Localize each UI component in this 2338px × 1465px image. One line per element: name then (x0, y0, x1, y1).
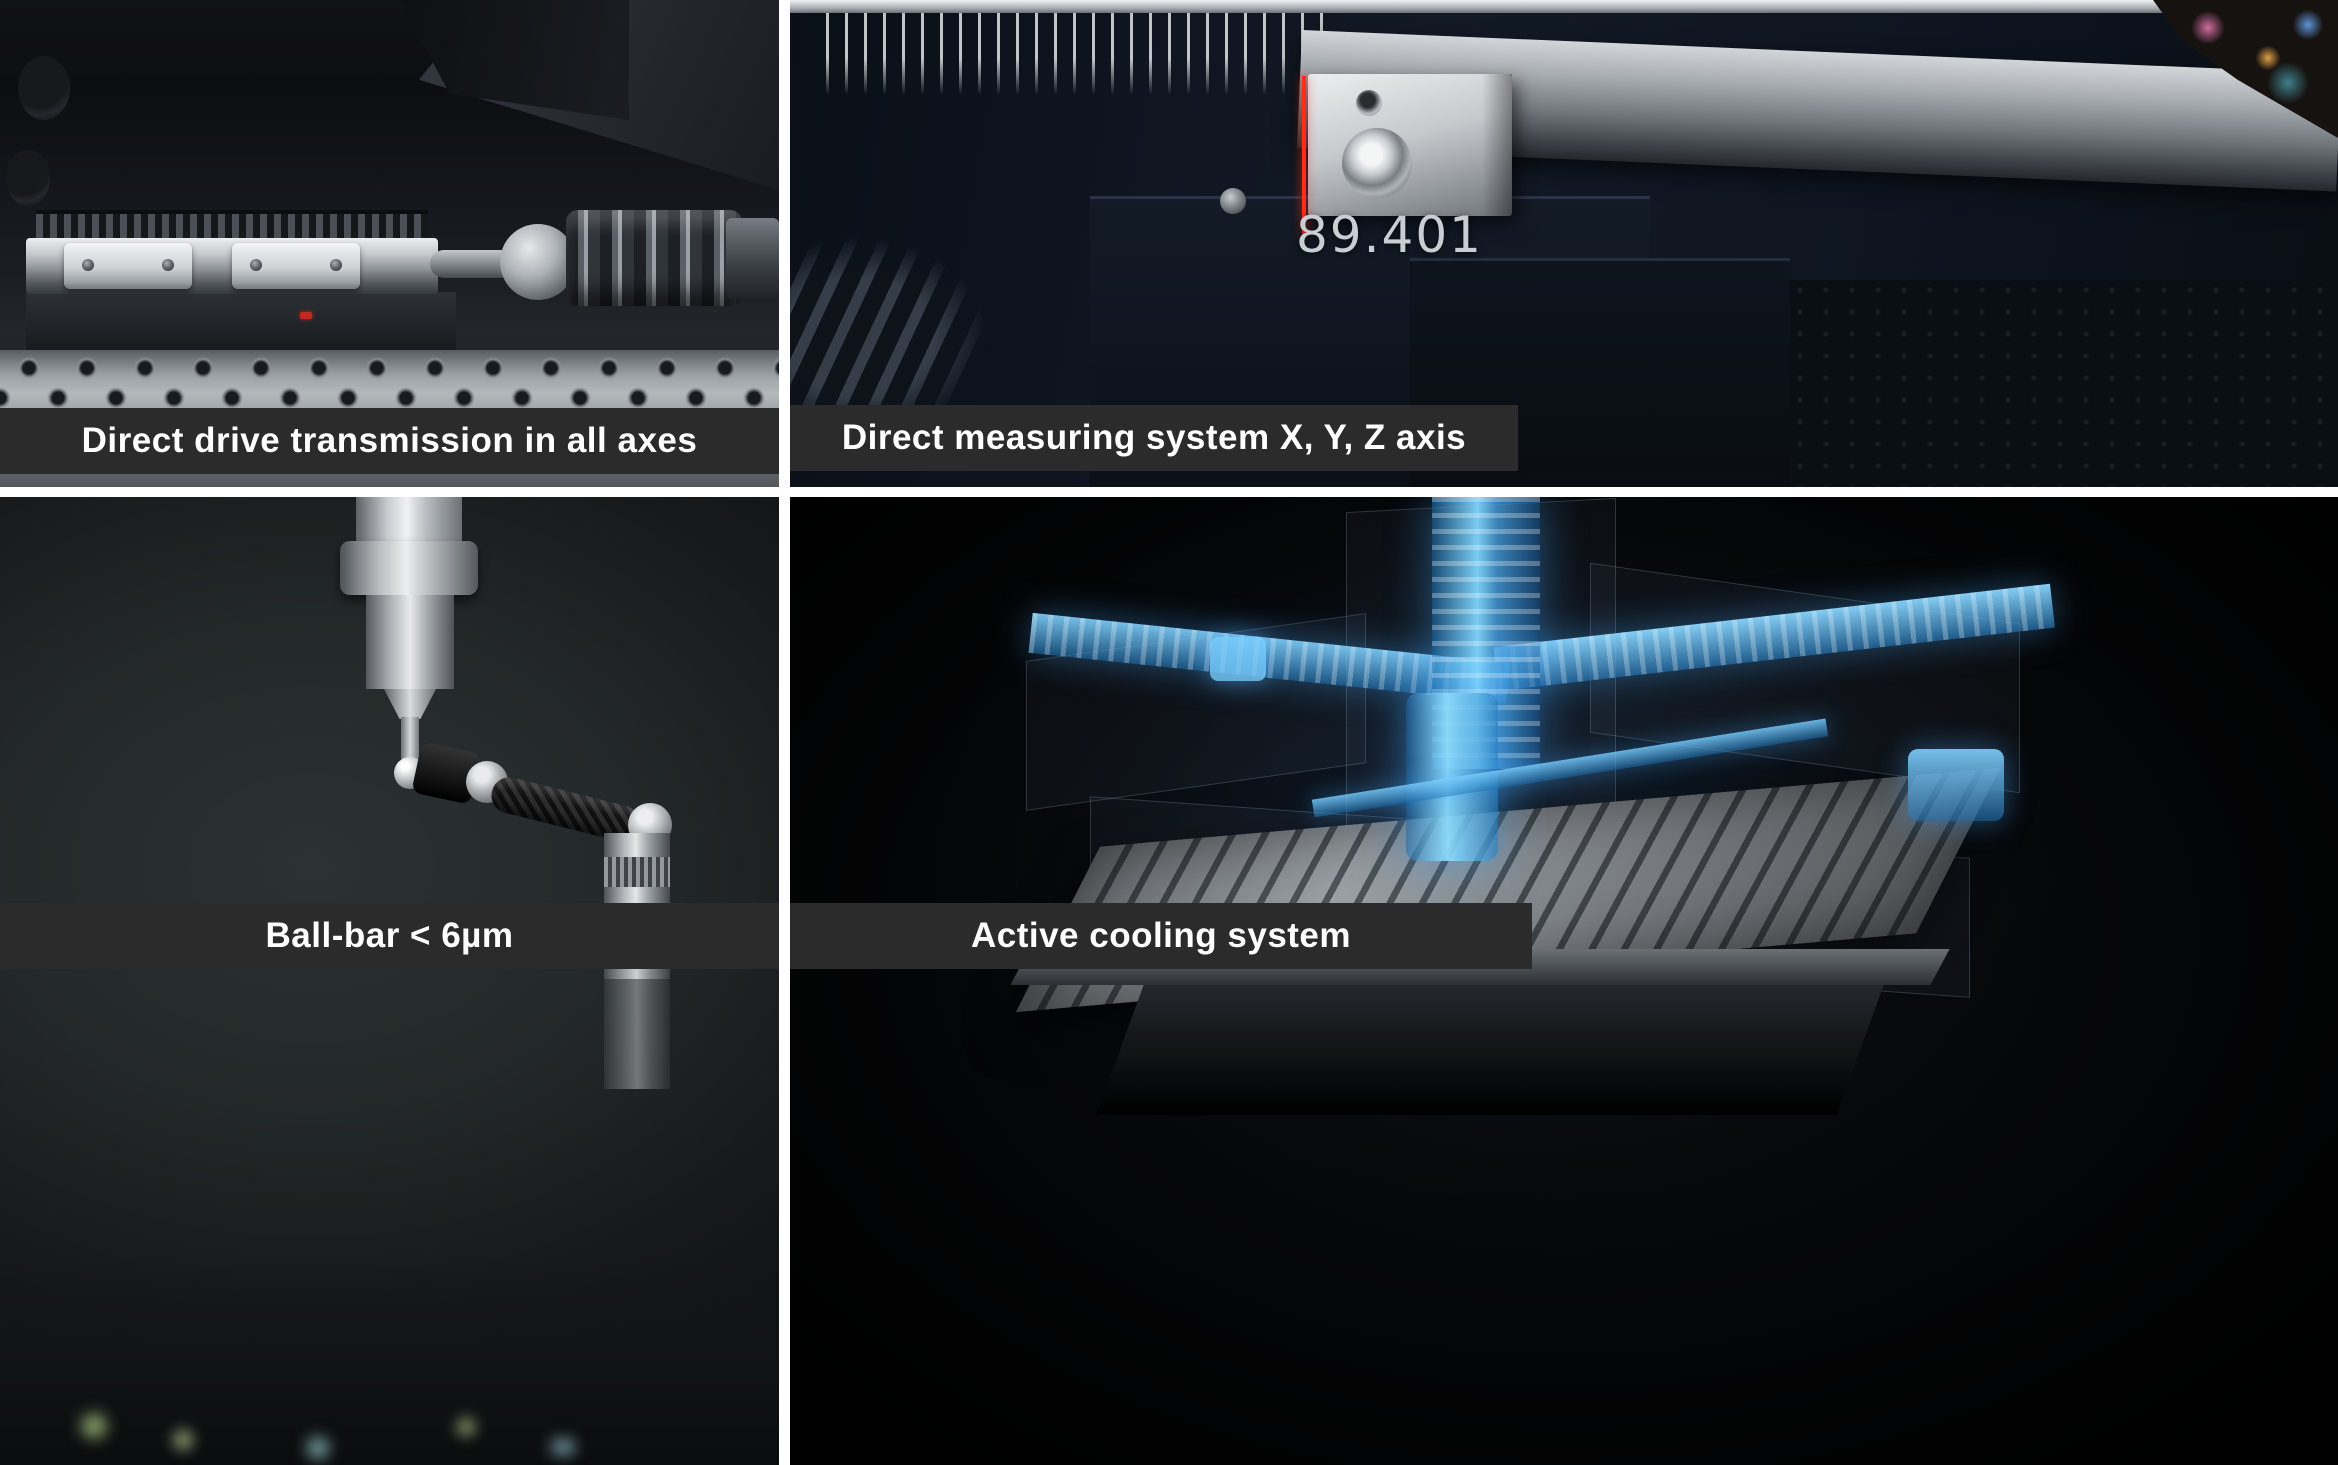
probe-shaft (401, 717, 419, 761)
linear-scale-ticks (826, 13, 1338, 95)
coupling-disc (500, 224, 576, 300)
caption-bar: Direct measuring system X, Y, Z axis (790, 405, 1518, 471)
gear-rack (36, 210, 428, 238)
bokeh-highlight (74, 1409, 114, 1443)
panel-direct-measuring: 89.401 Direct measuring system X, Y, Z a… (790, 0, 2338, 487)
caption-text-direct-measuring: Direct measuring system X, Y, Z axis (841, 418, 1467, 457)
caption-bar: Active cooling system (790, 903, 1532, 969)
panel-ball-bar: Ball-bar < 6µm (0, 497, 779, 1465)
drive-end-block (726, 218, 779, 298)
caption-text-ball-bar: Ball-bar < 6µm (265, 916, 514, 955)
direct-drive-motor (566, 210, 742, 306)
machine-top-edge (790, 0, 2338, 13)
panel-divider-horizontal (0, 487, 2338, 497)
panel-direct-drive: Direct drive transmission in all axes (0, 0, 779, 487)
caption-bar: Direct drive transmission in all axes (0, 408, 779, 474)
encoder-head-small-bore (1356, 90, 1382, 116)
machine-base (1096, 985, 1884, 1115)
red-marker (300, 312, 312, 319)
screw-head (330, 259, 342, 271)
ball-screw (790, 218, 1030, 434)
encoder-head-large-bore (1342, 128, 1412, 198)
encoder-readout: 89.401 (1296, 206, 1483, 264)
machine-table-shadow (0, 1257, 779, 1465)
screw-head (250, 259, 262, 271)
laser-index-line (1302, 76, 1306, 234)
spindle-collar (340, 541, 478, 595)
encoder-head-side-shadow (1482, 74, 1512, 216)
screw-head (162, 259, 174, 271)
bolt-hole-row (0, 386, 779, 410)
bokeh-highlight (168, 1427, 198, 1453)
cooling-unit-left (1210, 637, 1266, 681)
encoder-read-head (1308, 74, 1512, 216)
panel-divider-vertical (779, 0, 790, 1465)
rail-shadow-block (26, 292, 456, 354)
cooling-unit-right (1908, 749, 2004, 821)
bokeh-highlight (300, 1433, 336, 1463)
machine-casting-block (1790, 280, 2338, 487)
rail-carriage (64, 243, 192, 289)
caption-text-direct-drive: Direct drive transmission in all axes (81, 421, 698, 460)
spindle-body (366, 595, 454, 689)
wall-bore (18, 56, 70, 120)
bokeh-highlight (540, 1437, 586, 1457)
pivot-post-base (604, 969, 670, 1089)
wall-bore (6, 150, 50, 206)
knurled-ring (604, 857, 670, 887)
bolt-hole-row (0, 356, 779, 380)
rail-carriage (232, 243, 360, 289)
bolt-head (1220, 188, 1246, 214)
panel-active-cooling: Active cooling system (790, 497, 2338, 1465)
caption-bar: Ball-bar < 6µm (0, 903, 779, 969)
caption-text-active-cooling: Active cooling system (970, 916, 1352, 955)
screw-head (82, 259, 94, 271)
bokeh-highlight (452, 1415, 480, 1439)
